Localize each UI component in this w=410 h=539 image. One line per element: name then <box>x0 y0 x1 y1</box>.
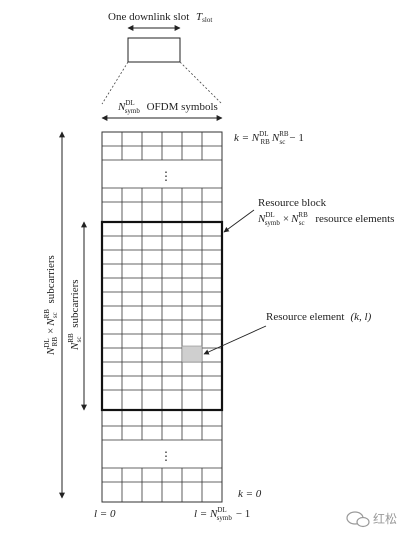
slot-header: One downlink slot Tslot <box>101 11 223 105</box>
outer-label: NDLRB×NRBsc subcarriers <box>43 255 60 356</box>
rb-title: Resource block <box>258 197 327 209</box>
slot-box <box>127 37 181 63</box>
resource-block-outline <box>100 220 224 412</box>
slot-label: One downlink slot Tslot <box>108 11 212 24</box>
watermark-text: 红松 <box>373 511 397 526</box>
rb-pointer <box>223 209 255 233</box>
chat-bubble-icon <box>346 511 370 528</box>
re-pointer <box>203 325 267 355</box>
bottom-l0-label: l = 0 <box>94 508 116 520</box>
resource-element-cell <box>181 345 203 363</box>
bottom-k0-label: k = 0 <box>238 488 262 500</box>
inner-label: NRBsc subcarriers <box>67 279 84 351</box>
zoom-line-left <box>101 61 129 105</box>
resource-element-annotation: Resource element(k, l) <box>203 311 372 355</box>
zoom-line-right <box>179 61 223 105</box>
re-label: Resource element(k, l) <box>266 311 372 323</box>
ellipsis-bottom: ⋮ <box>160 449 172 463</box>
resource-grid <box>101 131 223 503</box>
inner-subcarrier-axis: NRBsc subcarriers <box>67 221 87 411</box>
outer-subcarrier-axis: NDLRB×NRBsc subcarriers <box>43 131 65 499</box>
ellipsis-top: ⋮ <box>160 169 172 183</box>
watermark: 红松 <box>346 511 397 528</box>
